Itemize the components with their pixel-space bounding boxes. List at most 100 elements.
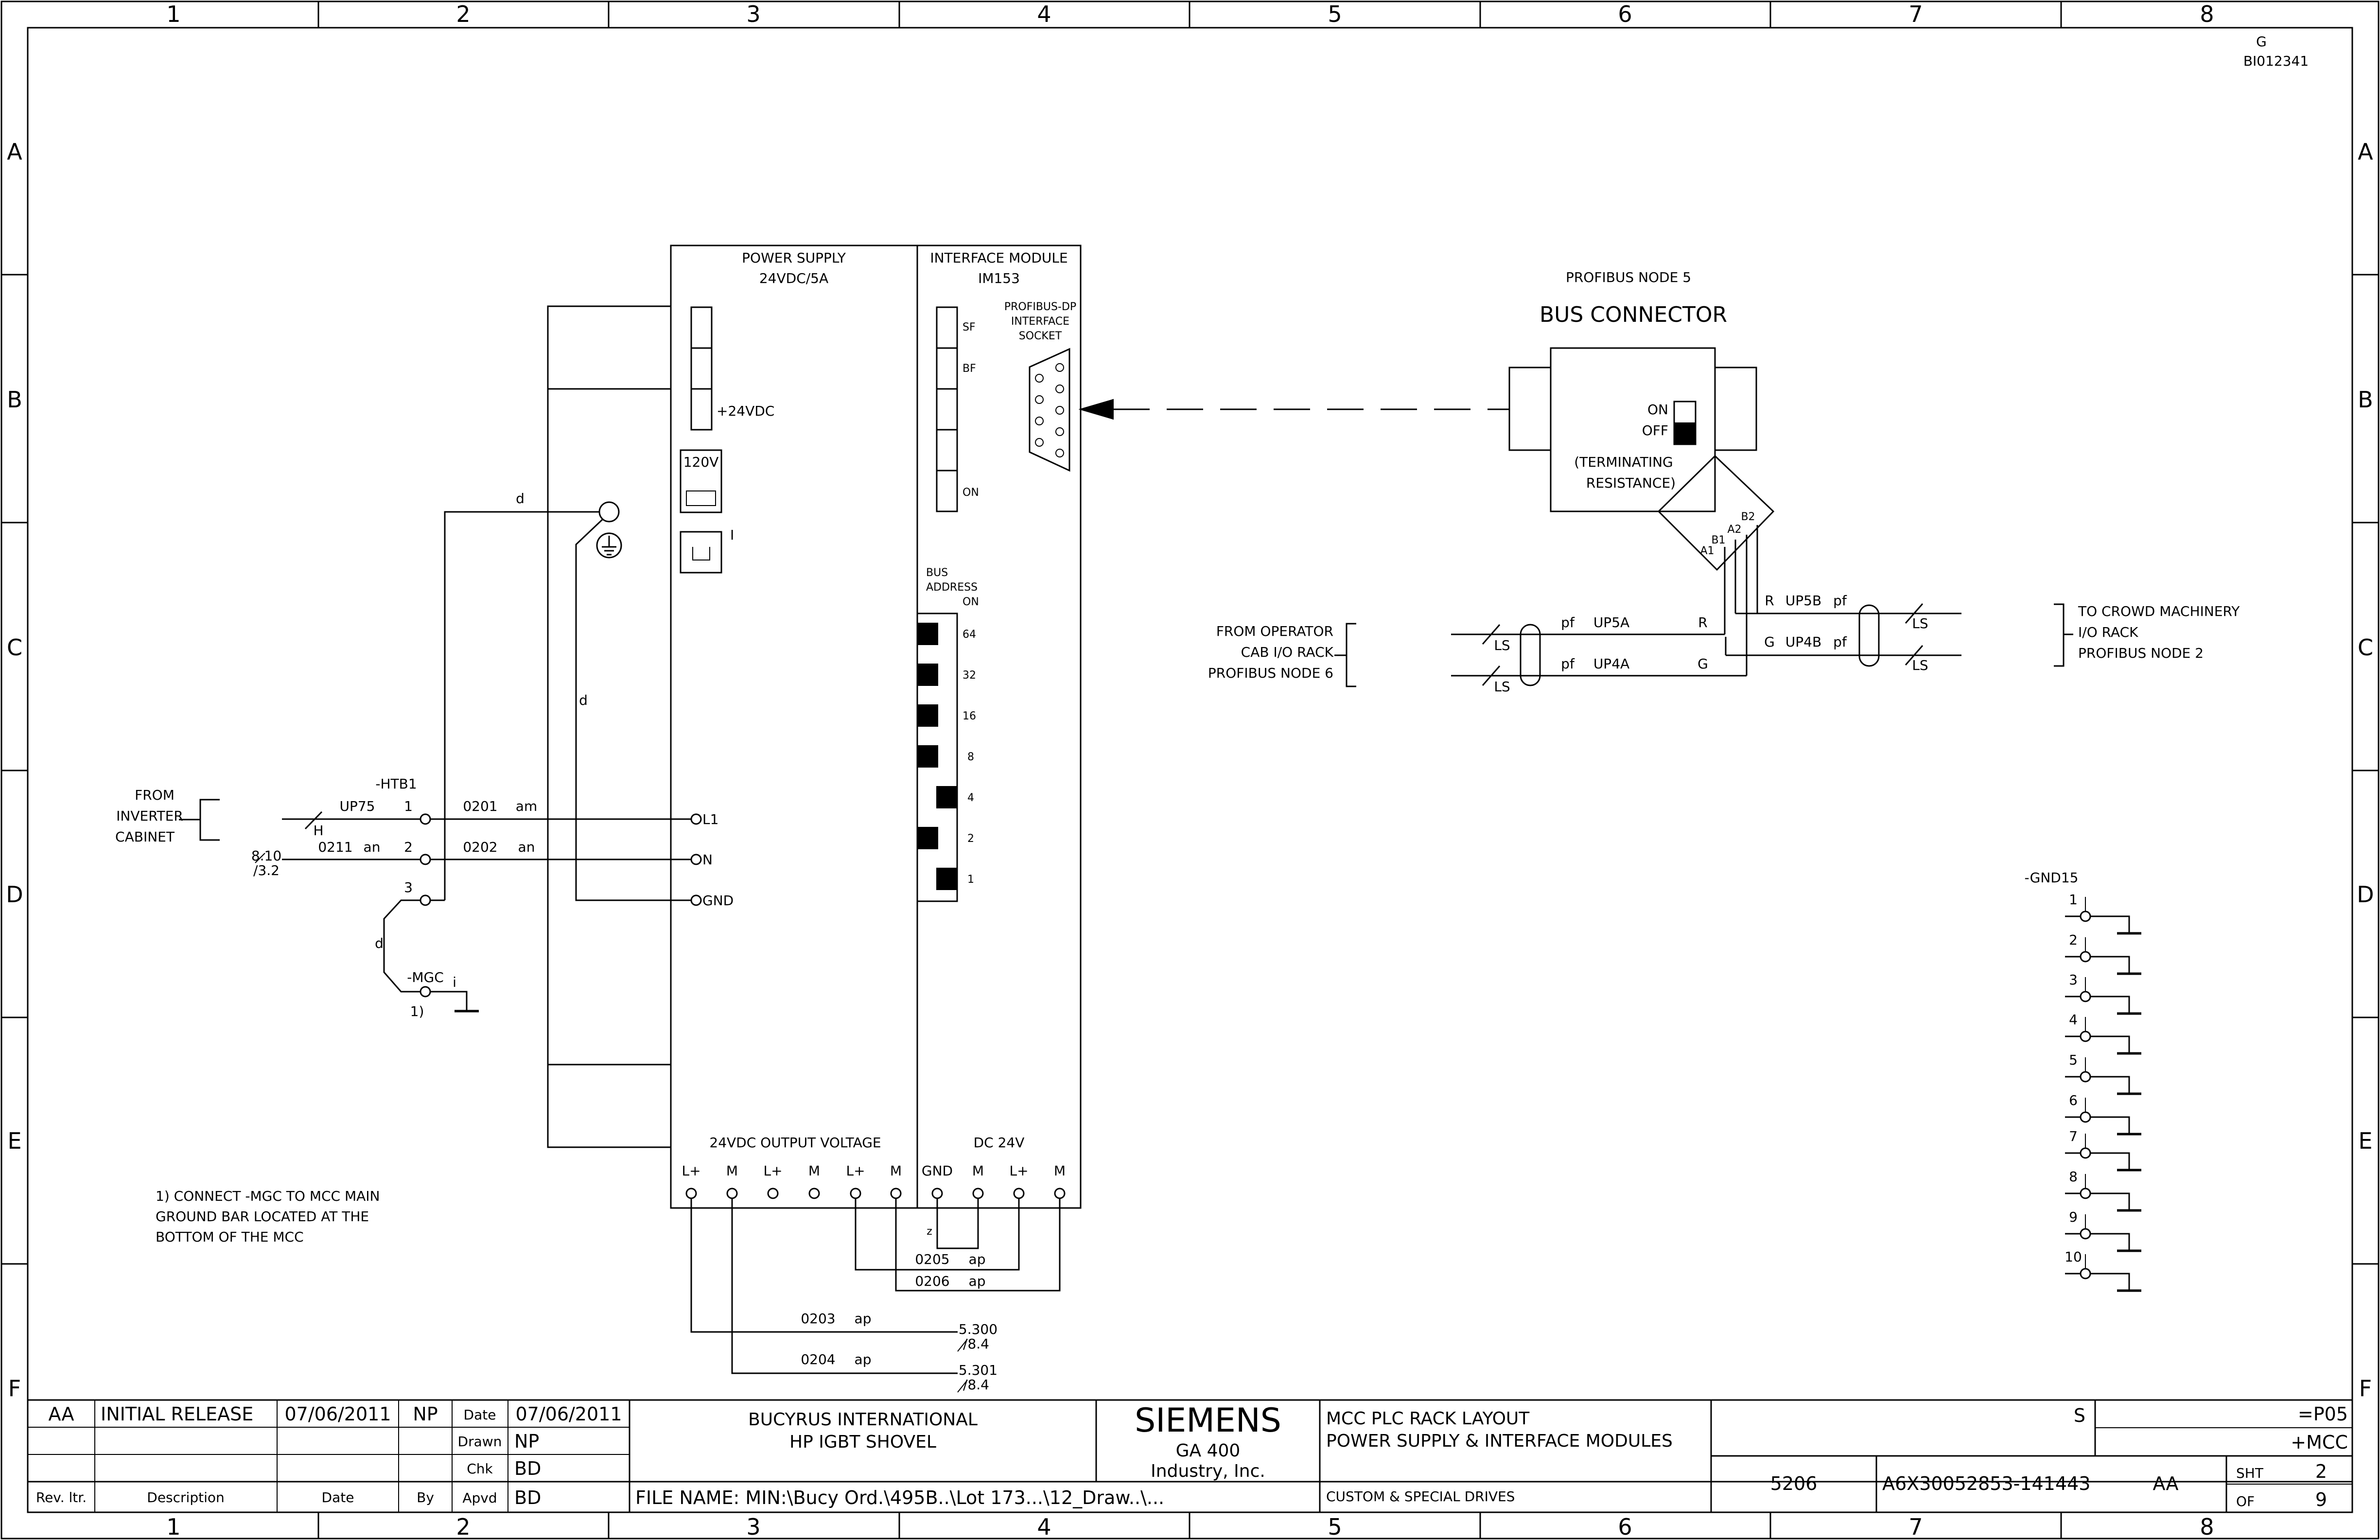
wire-color: R xyxy=(1765,593,1774,609)
terminal-circle xyxy=(420,854,431,865)
grid-col-label: 8 xyxy=(2200,1,2214,27)
bus-address-value: 1 xyxy=(967,874,974,886)
chk-value: BD xyxy=(514,1458,541,1479)
from-operator-label: FROM OPERATOR xyxy=(1216,623,1333,639)
drawing-number-tb: A6X30052853-141443 xyxy=(1882,1473,2090,1494)
company-name: BUCYRUS INTERNATIONAL xyxy=(748,1410,978,1430)
grid-row-label: B xyxy=(7,386,22,413)
ps-output-title: 24VDC OUTPUT VOLTAGE xyxy=(709,1135,881,1151)
sht-value: 2 xyxy=(2315,1461,2327,1482)
wire-code: ap xyxy=(855,1351,872,1367)
rev-date: 07/06/2011 xyxy=(284,1403,391,1425)
grid-col-label: 3 xyxy=(746,1514,760,1540)
grid-row-label: B xyxy=(2358,386,2373,413)
wire-code: ap xyxy=(969,1251,986,1267)
cable-pf-label: pf xyxy=(1561,614,1575,630)
dip-switch xyxy=(918,827,938,849)
wire-number: 0211 xyxy=(318,839,352,855)
pin-label: A1 xyxy=(1700,545,1714,557)
terminal-circle xyxy=(685,1188,697,1199)
rev-by: NP xyxy=(413,1403,438,1425)
function-code: =P05 xyxy=(2298,1403,2348,1425)
bus-connector-node: PROFIBUS NODE 5 xyxy=(1566,269,1691,285)
termination-switch xyxy=(1673,401,1697,445)
gnd-terminal-number: 1 xyxy=(2069,892,2078,908)
arrow-left-icon xyxy=(1078,399,1114,420)
im-terminal-label: L+ xyxy=(1009,1163,1028,1179)
chk-label: Chk xyxy=(467,1461,493,1477)
sheet-ref: 8.10 xyxy=(251,848,281,864)
dip-switch xyxy=(918,664,938,686)
im-terminal-label: M xyxy=(972,1163,984,1179)
grid-row-label: F xyxy=(2359,1375,2372,1401)
grid-row-label: E xyxy=(2358,1128,2372,1154)
power-switch xyxy=(680,531,722,574)
ps-title: POWER SUPPLY xyxy=(742,250,846,266)
dip-switch xyxy=(936,868,957,890)
bus-address-value: 8 xyxy=(967,751,974,763)
job-number: 5206 xyxy=(1770,1473,1818,1494)
of-value: 9 xyxy=(2315,1489,2327,1510)
grid-row-label: C xyxy=(2358,634,2373,661)
grid-row-labels-right: A B C D E F xyxy=(2357,139,2374,1401)
ps-terminal-label: M xyxy=(726,1163,738,1179)
wire-code: am xyxy=(516,798,537,814)
terminal-number: 3 xyxy=(404,879,413,895)
im-terminal-label: M xyxy=(1054,1163,1066,1179)
terminal-circle xyxy=(420,894,431,906)
ps-terminal-label: L+ xyxy=(763,1163,782,1179)
socket-label: INTERFACE xyxy=(1011,315,1069,328)
profibus-cables: LS LS LS LS pf pf UP5A UP4A R G R G UP5B… xyxy=(1208,525,2240,695)
mgc-i-label: i xyxy=(453,974,456,990)
termination-label: (TERMINATING xyxy=(1574,454,1673,470)
wire-code: ap xyxy=(969,1273,986,1289)
grid-row-label: C xyxy=(7,634,22,661)
cable-id: UP75 xyxy=(339,798,375,814)
terminal-circle xyxy=(2080,1071,2091,1083)
grid-row-label: F xyxy=(8,1375,21,1401)
pin-label: A2 xyxy=(1727,524,1741,536)
grid-col-label: 5 xyxy=(1328,1,1342,27)
to-crowd-label: TO CROWD MACHINERY xyxy=(2078,603,2240,619)
terminal-circle xyxy=(1054,1188,1066,1199)
wire-number: 0203 xyxy=(801,1311,835,1327)
terminal-circle xyxy=(2080,951,2091,962)
gnd-terminal: 9 xyxy=(2065,1209,2141,1252)
date-label: Date xyxy=(464,1407,496,1423)
im-dc-title: DC 24V xyxy=(974,1135,1025,1151)
pin-label: B1 xyxy=(1711,534,1725,546)
terminal-circle xyxy=(2080,1268,2091,1279)
terminal-circle xyxy=(2080,1188,2091,1199)
drawing-number: BI012341 xyxy=(2243,53,2309,69)
im-title: INTERFACE MODULE xyxy=(930,250,1068,266)
wire-code: an xyxy=(364,839,381,855)
switch-on-label: ON xyxy=(1647,402,1668,418)
profibus-socket-icon xyxy=(1029,348,1070,472)
inverter-label: INVERTER xyxy=(116,808,183,824)
ps-terminal-label: M xyxy=(890,1163,902,1179)
grid-col-label: 7 xyxy=(1908,1514,1923,1540)
wire-number: 0202 xyxy=(463,839,497,855)
ps-input-label: N xyxy=(702,852,713,868)
terminal-circle xyxy=(931,1188,943,1199)
title-block: AA INITIAL RELEASE 07/06/2011 NP Date 07… xyxy=(28,1399,2352,1512)
cable-shield xyxy=(1858,604,1880,667)
to-crowd-label: I/O RACK xyxy=(2078,624,2138,640)
output-wiring: 0203 ap 0204 ap 5.300 /8.4 5.301 /8.4 z … xyxy=(690,1198,1061,1393)
ps-terminal-label: L+ xyxy=(846,1163,865,1179)
grid-row-label: D xyxy=(2357,881,2374,908)
im-model: IM153 xyxy=(978,270,1020,286)
apvd-value: BD xyxy=(514,1487,541,1508)
terminal-circle xyxy=(420,813,431,825)
wire-color: R xyxy=(1698,614,1707,630)
dip-switch xyxy=(918,704,938,727)
ps-input-label: L1 xyxy=(702,811,718,827)
terminal-circle xyxy=(2080,1031,2091,1042)
gnd-terminal-number: 6 xyxy=(2069,1092,2078,1108)
terminal-circle xyxy=(2080,910,2091,922)
header-rev: Rev. ltr. xyxy=(36,1489,87,1505)
cable-id: UP5A xyxy=(1593,614,1629,630)
bus-address-value: 4 xyxy=(967,792,974,804)
wire-number: 0205 xyxy=(915,1251,949,1267)
grid-col-label: 1 xyxy=(166,1,180,27)
